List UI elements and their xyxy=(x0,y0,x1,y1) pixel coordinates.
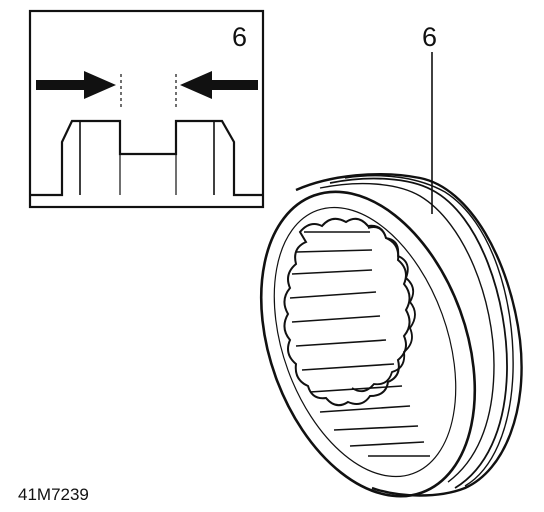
arrow-left xyxy=(180,71,258,99)
detail-inset-frame xyxy=(28,9,265,209)
arrow-right xyxy=(36,71,116,99)
rim-groove-2 xyxy=(344,174,514,487)
rim-groove-3 xyxy=(319,182,495,483)
bore-far-edge xyxy=(351,226,416,393)
ring-front-face xyxy=(259,190,477,498)
detail-callout-number: 6 xyxy=(232,22,247,52)
spline-teeth xyxy=(289,231,430,457)
detail-inset xyxy=(28,9,265,209)
tooth-profile xyxy=(30,119,263,197)
figure-number: 41M7239 xyxy=(18,485,89,504)
rim-groove-1 xyxy=(329,177,508,489)
part-callout-number: 6 xyxy=(422,22,437,52)
splined-ring xyxy=(259,173,523,498)
ring-outer-rim xyxy=(295,173,523,497)
ring-inner-rim xyxy=(273,206,457,478)
